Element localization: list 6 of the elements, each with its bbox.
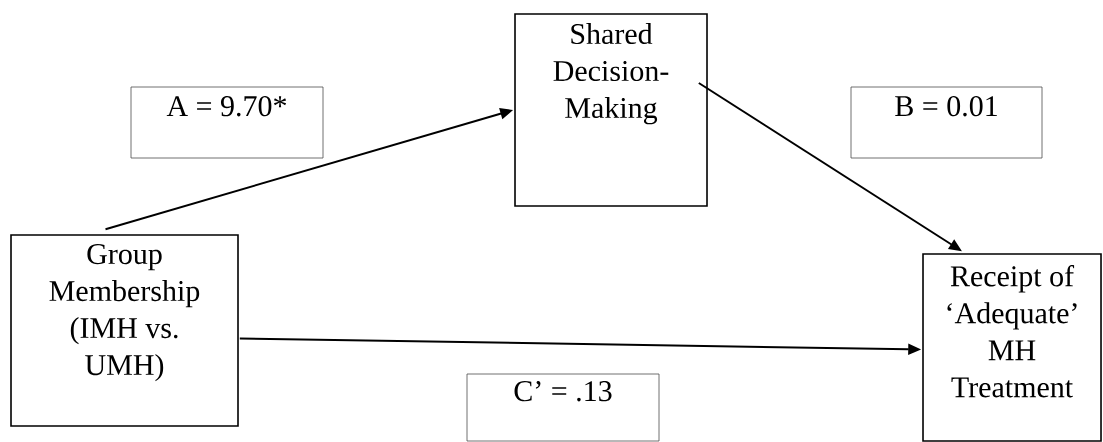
coefficient-box: B = 0.01 xyxy=(850,86,1043,159)
variable-box: Shared Decision-Making xyxy=(514,13,708,207)
coefficient-box: C’ = .13 xyxy=(466,373,660,442)
variable-box: Group Membership (IMH vs. UMH) xyxy=(10,234,239,427)
coefficient-box: A = 9.70* xyxy=(130,86,324,159)
variable-box: Receipt of ‘Adequate’ MH Treatment xyxy=(922,253,1102,442)
